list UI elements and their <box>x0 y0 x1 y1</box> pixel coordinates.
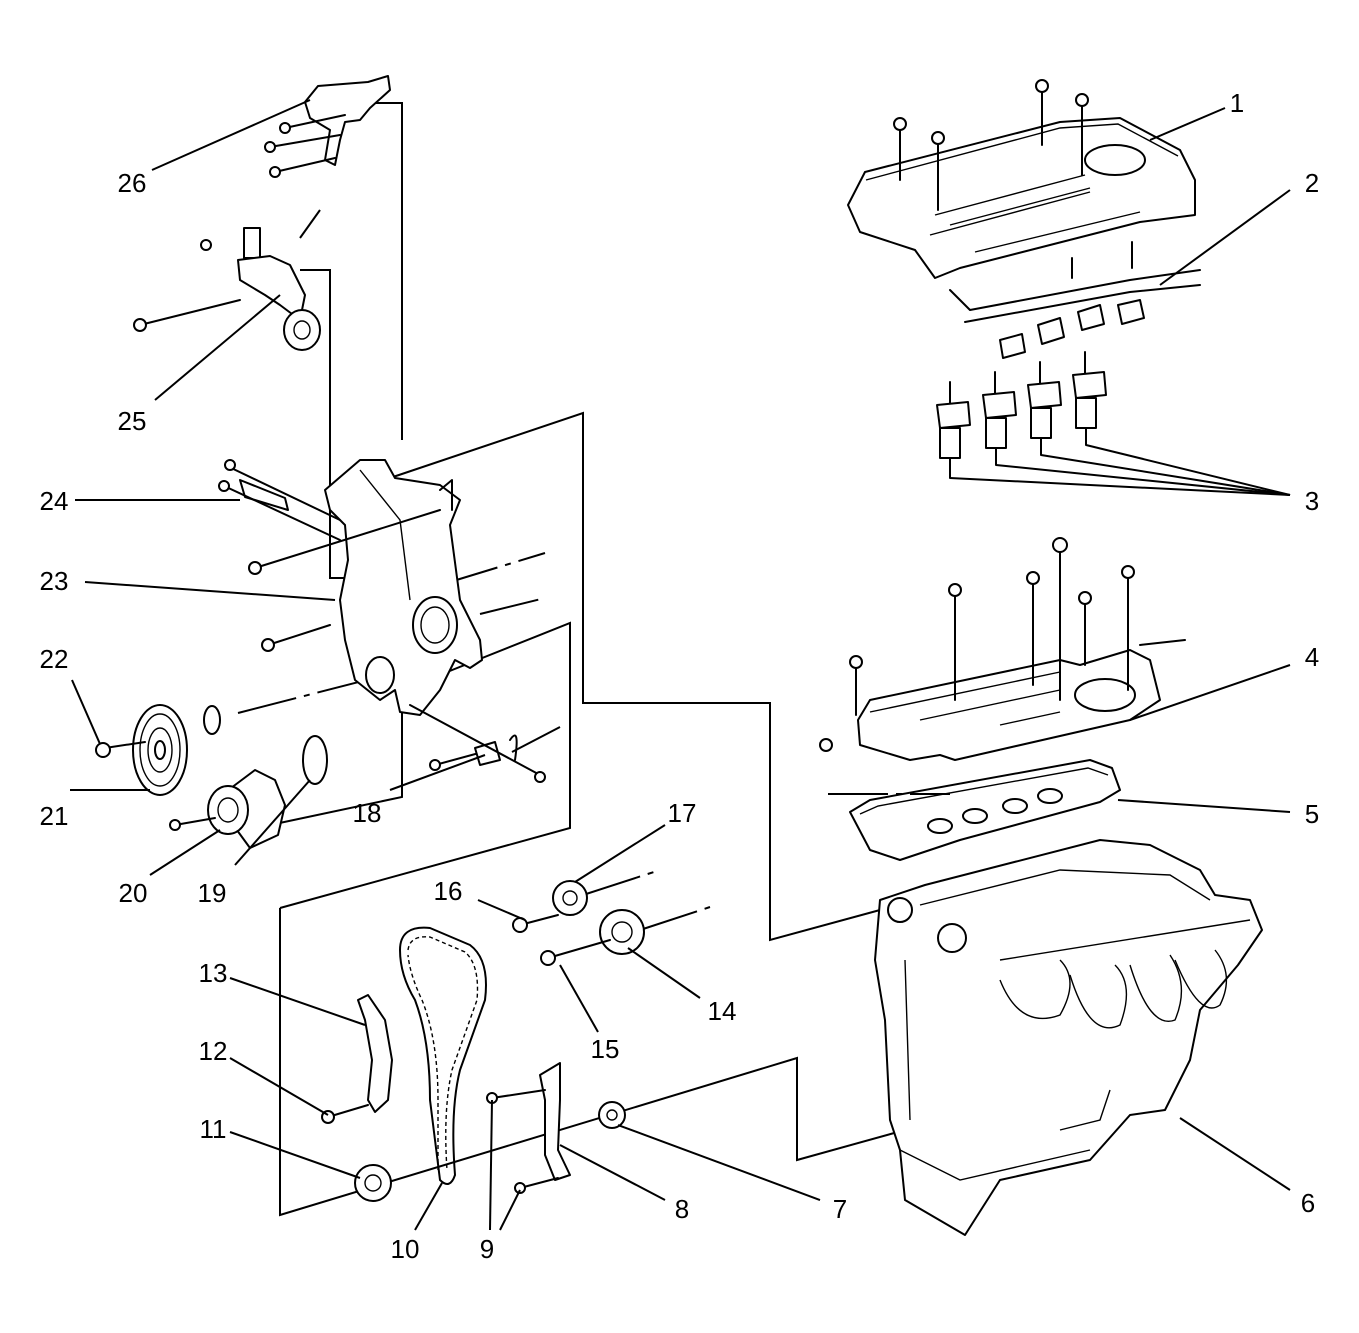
callout-19: 19 <box>198 878 227 908</box>
callout-6: 6 <box>1301 1188 1315 1218</box>
timing-chain <box>399 926 487 1185</box>
crankshaft-pulley <box>95 704 221 796</box>
idler-pulley <box>169 735 328 849</box>
tensioner-assembly <box>218 459 441 652</box>
callout-7: 7 <box>833 1194 847 1224</box>
callout-3: 3 <box>1305 486 1319 516</box>
callout-22: 22 <box>40 644 69 674</box>
timing-chain-cover <box>324 459 483 716</box>
ignition-coils <box>936 351 1107 479</box>
callout-4: 4 <box>1305 642 1319 672</box>
callout-5: 5 <box>1305 799 1319 829</box>
callout-17: 17 <box>668 798 697 828</box>
callout-13: 13 <box>199 958 228 988</box>
callout-14: 14 <box>708 996 737 1026</box>
callout-12: 12 <box>199 1036 228 1066</box>
alignment-lines <box>237 102 950 1217</box>
callout-2: 2 <box>1305 168 1319 198</box>
callout-10: 10 <box>391 1234 420 1264</box>
callout-labels: 1 2 3 4 5 6 7 8 9 10 11 12 13 14 15 16 1… <box>40 88 1320 1264</box>
callout-11: 11 <box>200 1114 227 1144</box>
crankshaft-position-sensor <box>409 704 546 783</box>
callout-leaders <box>70 99 1291 1231</box>
callout-16: 16 <box>434 876 463 906</box>
callout-23: 23 <box>40 566 69 596</box>
camshaft-cover <box>819 537 1186 761</box>
chain-guides-and-sprockets <box>321 994 626 1202</box>
callout-1: 1 <box>1230 88 1244 118</box>
engine-mount-bracket <box>264 75 391 178</box>
callout-24: 24 <box>40 486 69 516</box>
coil-2 <box>982 371 1017 466</box>
coil-4 <box>1072 351 1107 446</box>
callout-26: 26 <box>118 168 147 198</box>
camshaft-cover-bolts <box>819 537 1135 752</box>
callout-25: 25 <box>118 406 147 436</box>
camshaft-sprockets <box>512 880 645 966</box>
cover-bolts <box>893 79 1089 211</box>
callout-20: 20 <box>119 878 148 908</box>
callout-9: 9 <box>480 1234 494 1264</box>
coil-1 <box>936 381 971 479</box>
valve-cover-top <box>847 79 1196 279</box>
cover-gasket <box>849 759 1121 861</box>
ignition-harness <box>949 241 1201 359</box>
coil-3 <box>1027 361 1062 456</box>
idler-pulley-bracket <box>133 227 321 351</box>
engine-block <box>874 839 1263 1236</box>
callout-15: 15 <box>591 1034 620 1064</box>
callout-18: 18 <box>353 798 382 828</box>
callout-21: 21 <box>40 801 69 831</box>
callout-8: 8 <box>675 1194 689 1224</box>
